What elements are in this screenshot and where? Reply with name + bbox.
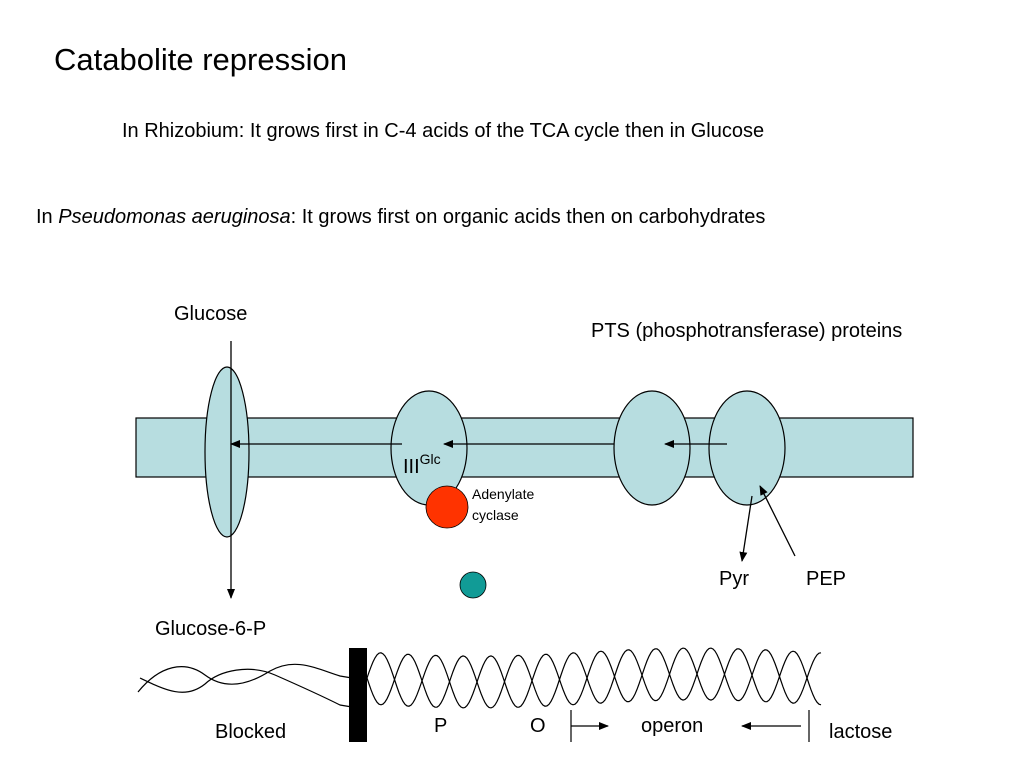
repression-block: [349, 648, 367, 742]
pep-arrow: [759, 485, 796, 557]
glucose-6-p-label: Glucose-6-P: [155, 618, 266, 640]
glucose-transporter: [204, 366, 250, 538]
blocked-label: Blocked: [215, 721, 286, 743]
adenylate-cyclase-circle: [425, 485, 469, 529]
glucose-label: Glucose: [174, 303, 247, 325]
dna-strand-b: [139, 668, 353, 708]
pts-proteins-label: PTS (phosphotransferase) proteins: [591, 320, 902, 342]
rhizobium-statement: In Rhizobium: It grows first in C-4 acid…: [122, 120, 765, 142]
lactose-label: lactose: [829, 721, 892, 743]
operon-label: operon: [641, 715, 703, 737]
dna-helix-strand-1: [366, 647, 822, 709]
glc-superscript: Glc: [420, 451, 441, 467]
operator-label: O: [530, 715, 546, 737]
pseudomonas-prefix: In: [36, 206, 59, 228]
dna-helix-strand-2: [366, 647, 822, 709]
pyr-label: Pyr: [719, 568, 749, 590]
pep-label: PEP: [806, 568, 846, 590]
cyclase-label: cyclase: [472, 507, 519, 523]
camp-molecule: [459, 571, 487, 599]
cell-membrane: [135, 417, 914, 478]
promoter-label: P: [434, 715, 447, 737]
pseudomonas-suffix: : It grows first on organic acids then o…: [290, 206, 766, 228]
pts-protein-right: [708, 390, 786, 506]
dna-strand-a: [137, 663, 353, 693]
pseudomonas-organism: Pseudomonas aeruginosa: [58, 206, 291, 228]
adenylate-label: Adenylate: [472, 486, 534, 502]
iii-glc-label: IIIGlc: [403, 451, 441, 478]
iii-label: III: [403, 456, 420, 478]
slide-title: Catabolite repression: [54, 42, 347, 77]
pyr-arrow: [739, 495, 753, 562]
pts-protein-middle: [613, 390, 691, 506]
pseudomonas-statement: In Pseudomonas aeruginosa: It grows firs…: [36, 206, 765, 229]
